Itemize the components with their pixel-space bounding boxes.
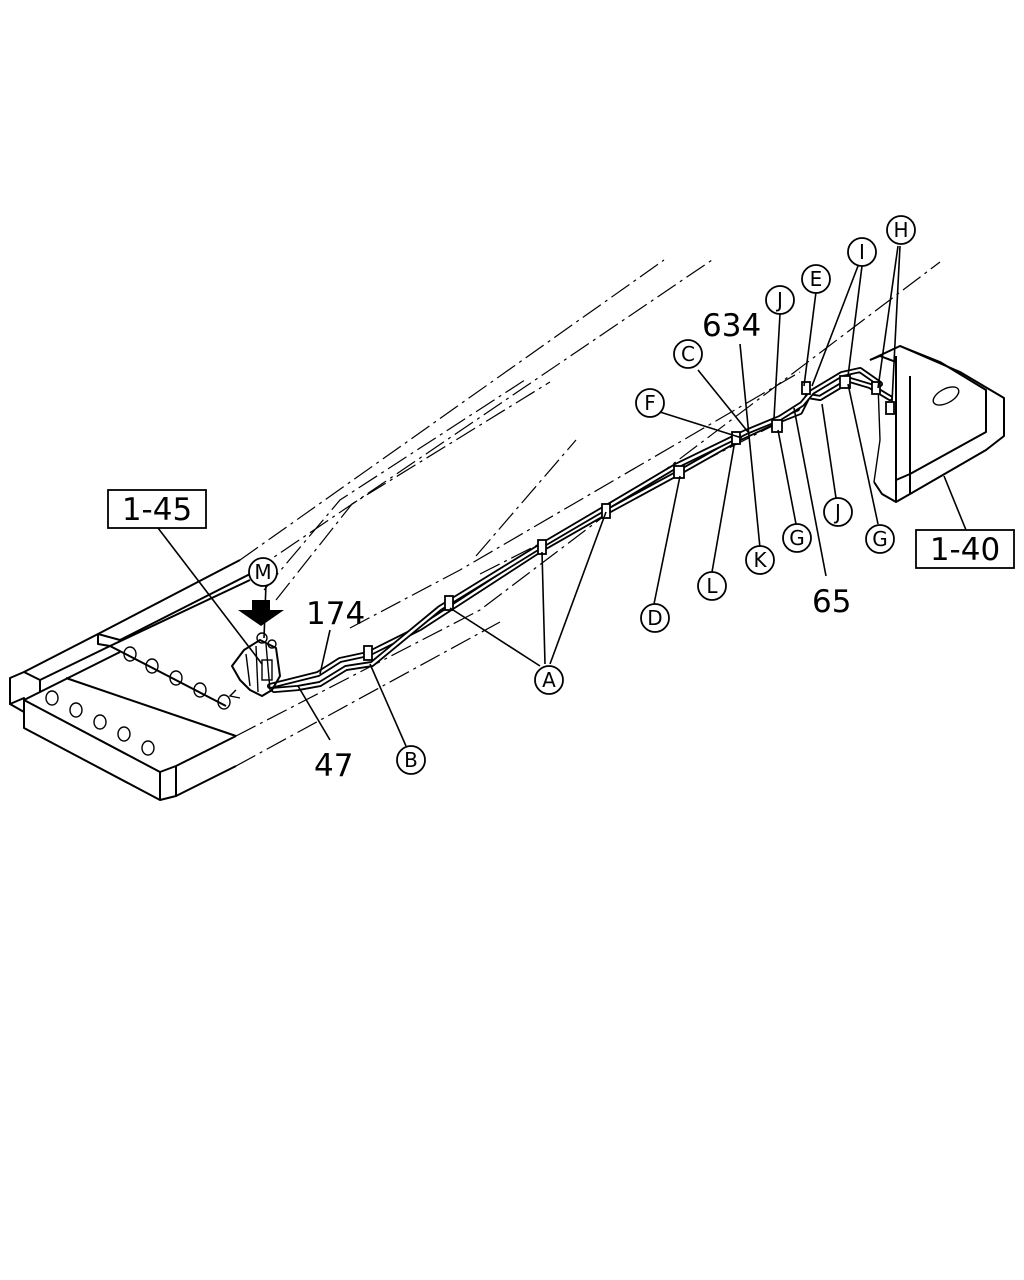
callout-J-upper[interactable]: J	[765, 285, 795, 315]
fuel-pipes	[267, 367, 895, 693]
callout-C[interactable]: C	[673, 339, 703, 369]
callout-E-label: E	[810, 267, 823, 291]
callout-M-label: M	[254, 560, 271, 584]
callout-K[interactable]: K	[745, 545, 775, 575]
callout-J-lower-label: J	[833, 500, 841, 524]
callout-B-label: B	[404, 748, 418, 772]
callout-C-label: C	[681, 342, 695, 366]
callout-G-right-label: G	[872, 527, 888, 551]
callout-J-lower[interactable]: J	[823, 497, 853, 527]
part-number-47: 47	[314, 748, 353, 784]
callout-K-label: K	[753, 548, 767, 572]
callout-L-label: L	[706, 574, 718, 598]
ref-box-1-40-label: 1-40	[930, 532, 1000, 568]
chassis-frame	[9, 259, 941, 801]
callout-A[interactable]: A	[534, 665, 564, 695]
callout-B[interactable]: B	[396, 745, 426, 775]
part-number-65: 65	[812, 584, 851, 620]
callout-L[interactable]: L	[697, 571, 727, 601]
callout-A-label: A	[542, 668, 556, 692]
callout-D-label: D	[647, 606, 662, 630]
ref-box-1-45[interactable]: 1-45	[107, 489, 207, 529]
callout-G-right[interactable]: G	[865, 524, 895, 554]
callout-G-left-label: G	[789, 526, 805, 550]
callout-J-upper-label: J	[775, 288, 783, 312]
callout-F-label: F	[644, 391, 656, 415]
frame-holes-cross	[123, 646, 231, 710]
ref-box-1-45-label: 1-45	[122, 492, 192, 528]
callout-I[interactable]: I	[847, 237, 877, 267]
callout-H[interactable]: H	[886, 215, 916, 245]
callout-D[interactable]: D	[640, 603, 670, 633]
pipe-clamps	[363, 375, 895, 661]
leader-lines	[157, 245, 967, 747]
part-number-634: 634	[702, 308, 761, 344]
callout-H-label: H	[893, 218, 908, 242]
ref-box-1-40[interactable]: 1-40	[915, 529, 1015, 569]
part-number-174: 174	[306, 596, 365, 632]
callout-G-left[interactable]: G	[782, 523, 812, 553]
callout-M[interactable]: M	[248, 557, 278, 587]
fuel-tank	[869, 345, 1005, 503]
callout-E[interactable]: E	[801, 264, 831, 294]
callout-F[interactable]: F	[635, 388, 665, 418]
fuel-filter-assembly	[228, 632, 281, 699]
down-arrow-icon	[238, 600, 284, 626]
frame-holes-near	[45, 690, 155, 756]
callout-I-label: I	[859, 240, 865, 264]
